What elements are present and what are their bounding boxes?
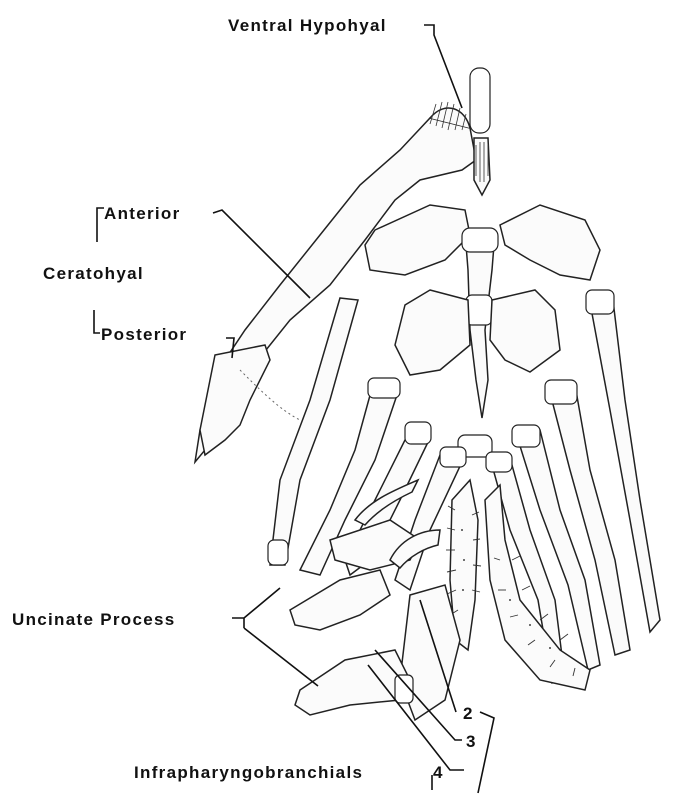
ceratohyal-bracket-top: [97, 208, 104, 242]
ventral-hypohyal-bone: [470, 68, 490, 195]
infrapharyngobranchial-bracket: [478, 712, 494, 793]
label-number-3: 3: [466, 732, 475, 751]
anterior-label: Anterior: [104, 204, 181, 223]
infrapharyngobranchials-label: Infrapharyngobranchials: [134, 763, 363, 782]
ventral-hypohyal-label: Ventral Hypohyal: [228, 16, 387, 35]
posterior-label: Posterior: [101, 325, 187, 344]
uncinate-process-label: Uncinate Process: [12, 610, 175, 629]
label-number-2: 2: [463, 704, 472, 723]
ceratohyal-bracket-bottom: [94, 310, 100, 333]
ceratohyal-bone: [195, 102, 476, 462]
ceratohyal-label: Ceratohyal: [43, 264, 144, 283]
label-number-4: 4: [433, 763, 443, 782]
ventral-hypohyal-leader: [424, 25, 462, 108]
